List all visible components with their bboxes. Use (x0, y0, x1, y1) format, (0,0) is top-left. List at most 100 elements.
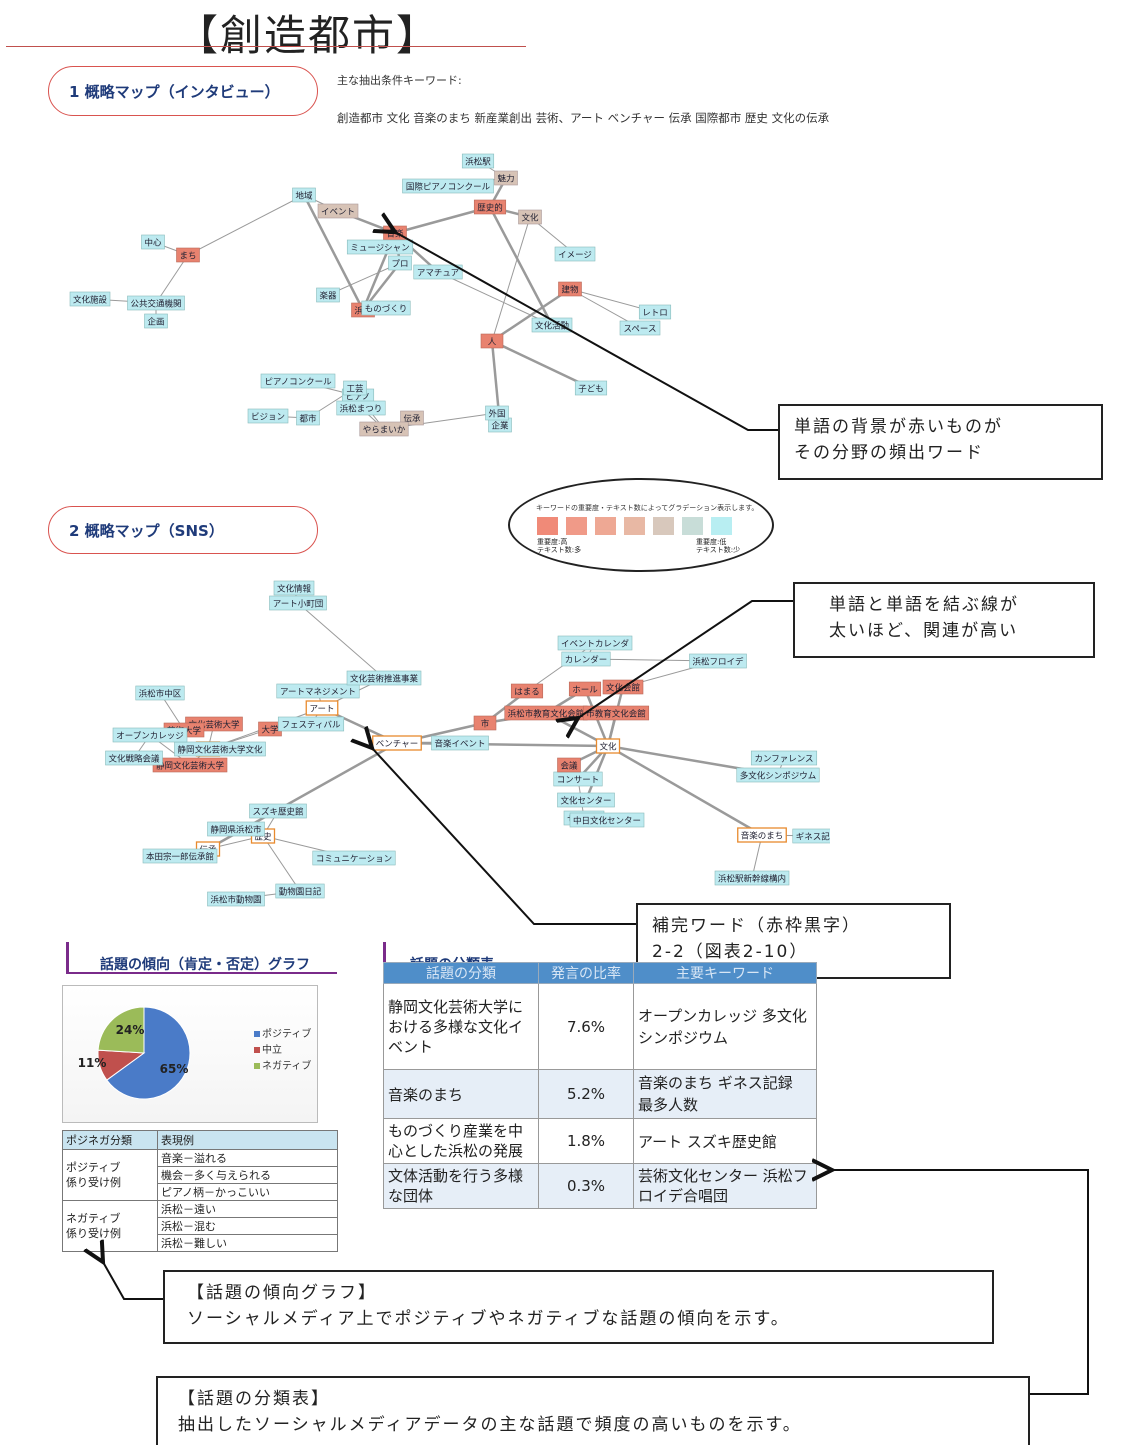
map-link (327, 262, 401, 296)
example-cell: ピアノ柄－かっこいい (157, 1183, 338, 1201)
map-word: 楽器 (316, 287, 340, 303)
callout-line-thickness: 単語と単語を結ぶ線が 太いほど、関連が高い (793, 582, 1095, 658)
callout-topic-table-title: 【話題の分類表】 (178, 1389, 330, 1409)
map-word-label: 音楽イベント (434, 739, 485, 750)
map-word: イベント (317, 203, 359, 219)
map-word-label: アートマネジメント (280, 688, 356, 698)
topic-cell: 文体活動を行う多様な団体 (383, 1163, 539, 1209)
map-word-label: 静岡県浜松市 (210, 825, 262, 836)
map-link (491, 216, 531, 342)
callout-topic-table-desc: 抽出したソーシャルメディアデータの主な話題で頻度の高いものを示す。 (178, 1415, 802, 1435)
map-word: 浜松まつり (336, 400, 386, 416)
map-word: 市教育文化会館 (582, 705, 650, 721)
map-word: 浜松市中区 (135, 685, 185, 701)
map-word-label: 子ども (578, 385, 604, 395)
map-word: アマチュア (413, 264, 463, 280)
table-row: ポジティブ 係り受け例音楽－溢れる (62, 1149, 338, 1201)
map-word: 音楽のまち (737, 827, 787, 843)
map-word: 本田宗一郎伝承館 (142, 848, 218, 864)
map-word-label: 楽器 (319, 291, 337, 302)
topic-cell: ものづくり産業を中心とした浜松の発展 (383, 1118, 539, 1164)
map-word-label: ビジョン (251, 413, 285, 423)
map-word-label: ピアノコンクール (264, 378, 332, 388)
map-word-label: 伝承 (403, 414, 421, 425)
map-word-label: 歴史 (254, 832, 272, 843)
map-word: 文化施設 (69, 291, 111, 307)
legend-swatch (624, 517, 645, 535)
map-word: 浜松駅 (461, 153, 495, 169)
map-word: 人 (480, 333, 504, 349)
map-word: 都市 (296, 410, 320, 426)
map-word-label: イベントカレンダ (561, 639, 630, 650)
legend-swatch (537, 517, 558, 535)
conditions-label: 主な抽出条件キーワード: (337, 74, 462, 87)
table-row: 静岡文化芸術大学における多様な文化イベント 7.6% オープンカレッジ 多文化シ… (383, 983, 817, 1070)
map-word-label: 中心 (144, 238, 162, 249)
keyword-col-header: 主要キーワード (633, 962, 817, 984)
example-cell: 浜松－難しい (157, 1234, 338, 1252)
legend-right-labels: 重要度:低 テキスト数:少 (696, 538, 740, 554)
map-word-label: 国際ピアノコンクール (406, 182, 491, 193)
map-link (437, 271, 553, 326)
map-word-label: プロ (391, 260, 408, 270)
arrow-4 (103, 1262, 163, 1300)
map-word: 静岡県浜松市 (207, 821, 265, 837)
map-word: 静岡文化芸術大学文化 (174, 741, 266, 757)
map-word-label: 会議 (560, 761, 578, 772)
map-word: 国際ピアノコンクール (402, 178, 494, 194)
map-word: ものづくり (361, 300, 411, 316)
map-word: 企画 (144, 313, 168, 329)
map-word-label: 文化戦略会議 (108, 754, 160, 765)
map-word-label: 文化芸術推進事業 (350, 674, 419, 685)
example-cell: 機会－多く与えられる (157, 1166, 338, 1184)
section1-heading-pill: 1 概略マップ（インタビュー） (48, 66, 318, 116)
ratio-cell: 5.2% (538, 1069, 634, 1119)
table-row: ものづくり産業を中心とした浜松の発展 1.8% アート スズキ歴史館 (383, 1118, 817, 1164)
section1-heading: 1 概略マップ（インタビュー） (69, 83, 280, 101)
topic-cell: 静岡文化芸術大学における多様な文化イベント (383, 983, 539, 1070)
map-word-label: 文化情報 (277, 584, 312, 595)
map-word: アートマネジメント (276, 683, 360, 699)
map-word: はまる (510, 683, 544, 699)
legend-swatch (566, 517, 587, 535)
map-word: 文化芸術推進事業 (346, 670, 422, 686)
map-word: 文化戦略会議 (105, 750, 163, 766)
map-word-label: 人 (488, 338, 497, 348)
map-word-label: 浜松市中区 (139, 689, 182, 700)
pie-data-label: 24% (116, 1023, 145, 1037)
keyword-cell: オープンカレッジ 多文化シンポジウム (633, 983, 817, 1070)
map-word-label: 浜松まつり (340, 404, 383, 415)
map-link (491, 339, 592, 390)
map-word: 文化 (595, 738, 621, 754)
map-word-label: 公共交通機関 (130, 299, 181, 310)
topic-classification-table: 話題の分類 発言の比率 主要キーワード 静岡文化芸術大学における多様な文化イベン… (383, 962, 817, 1209)
legend-ellipse (508, 478, 774, 572)
map-word-label: 文化センター (560, 796, 611, 807)
table-row: 浜松－難しい (63, 1234, 338, 1252)
callout-line-thickness-text: 単語と単語を結ぶ線が 太いほど、関連が高い (829, 595, 1019, 641)
map-word-label: ホール (572, 686, 598, 696)
sns-word-map: ベンチャーアート芸術歴史伝承文化文化芸術大学芸術大学大学ホール浜松市教育文化会館… (105, 580, 830, 907)
legend-swatch (711, 517, 732, 535)
map-word-label: レトロ (642, 309, 668, 319)
legend-left-labels: 重要度:高 テキスト数:多 (537, 538, 581, 554)
map-word-label: まち (179, 252, 196, 262)
map-word: オープンカレッジ (112, 727, 188, 743)
map-word: まち (176, 247, 200, 263)
map-word-label: 中日文化センター (573, 816, 641, 827)
map-word-label: コンサート (557, 776, 600, 786)
map-word-label: ギネス記録 (796, 832, 830, 843)
map-word-label: 市教育文化会館 (586, 709, 646, 720)
map-word: 会議 (557, 757, 581, 773)
pie-slice (106, 1006, 191, 1100)
map-word-label: やらまいか (363, 426, 406, 436)
pie-slice (97, 1006, 145, 1054)
map-word-label: 文化施設 (73, 295, 108, 306)
map-word-label: カレンダー (565, 655, 608, 666)
legend-swatch (682, 517, 703, 535)
posneg-label: ネガティブ 係り受け例 (62, 1200, 158, 1252)
map-word: 音楽イベント (431, 735, 489, 751)
map-word-label: アート小町団 (273, 599, 324, 610)
table-row: 文体活動を行う多様な団体 0.3% 芸術文化センター 浜松フロイデ合唱団 (383, 1163, 817, 1209)
